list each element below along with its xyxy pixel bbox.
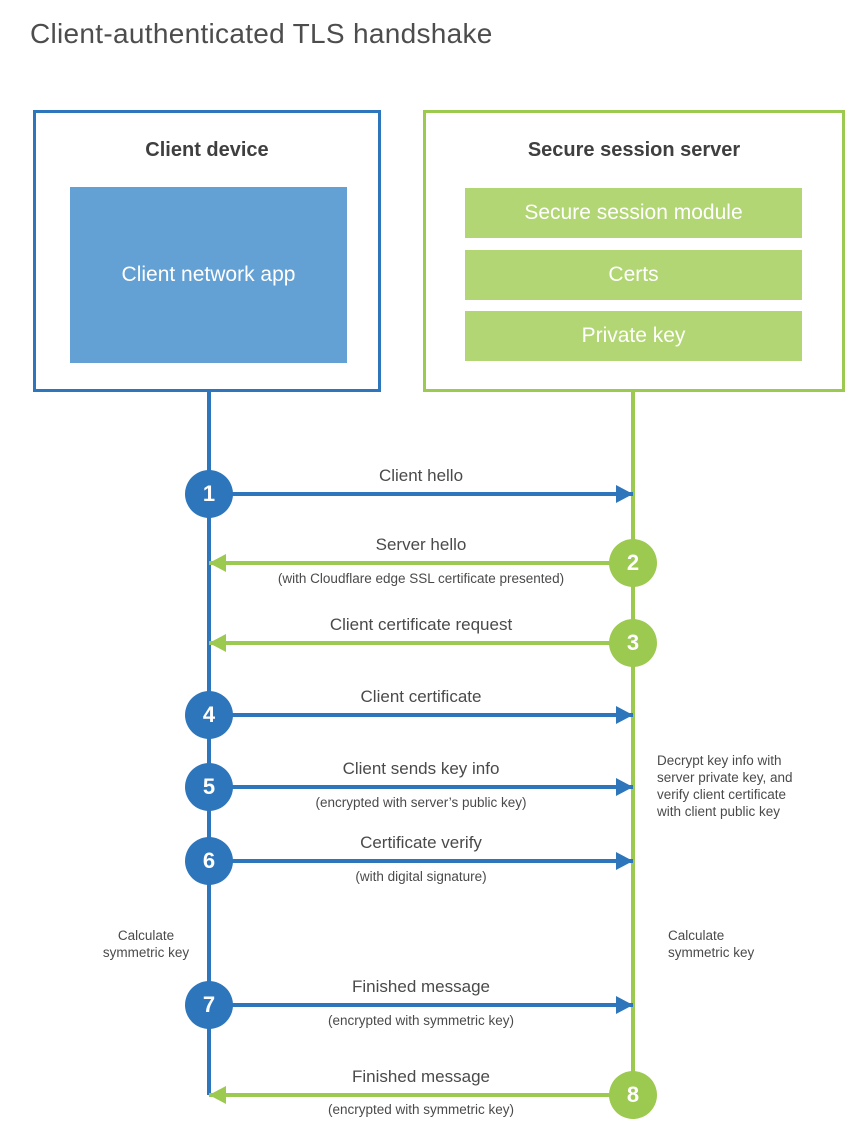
- finished-message-server-arrow: [209, 1086, 633, 1104]
- client-network-app-label: Client network app: [121, 263, 296, 286]
- step-2-sublabel: (with Cloudflare edge SSL certificate pr…: [277, 571, 565, 586]
- finished-message-client-arrow: [209, 996, 633, 1014]
- step-6-label: Certificate verify: [360, 833, 482, 852]
- step-7-sublabel: (encrypted with symmetric key): [327, 1013, 515, 1028]
- server-calculate-note: Calculate symmetric key: [668, 927, 788, 961]
- arrowhead-right-icon: [616, 485, 633, 503]
- step-8-sublabel: (encrypted with symmetric key): [327, 1102, 515, 1117]
- certificate-verify-arrow: [209, 852, 633, 870]
- arrowhead-left-icon: [209, 1086, 226, 1104]
- step-1-circle: 1: [185, 470, 233, 518]
- certs-bar: Certs: [465, 250, 802, 300]
- server-decrypt-note-line: Decrypt key info with: [657, 753, 782, 768]
- step-6-circle: 6: [185, 837, 233, 885]
- step-3-circle: 3: [609, 619, 657, 667]
- server-calculate-note-line: Calculate: [668, 928, 725, 943]
- step-1-label: Client hello: [378, 466, 464, 485]
- client-hello-arrow: [209, 485, 633, 503]
- client-device-title: Client device: [145, 139, 269, 161]
- private-key-bar: Private key: [465, 311, 802, 361]
- secure-session-server-box: Secure session server Secure session mod…: [423, 110, 845, 392]
- client-lifeline: [207, 392, 211, 1095]
- client-network-app-box: Client network app: [70, 187, 347, 363]
- server-decrypt-note-line: with client public key: [657, 804, 781, 819]
- client-certificate-request-arrow: [209, 634, 633, 652]
- server-decrypt-note-line: verify client certificate: [657, 787, 787, 802]
- server-calculate-note-line: symmetric key: [668, 945, 755, 960]
- client-device-box: Client device Client network app: [33, 110, 381, 392]
- client-certificate-arrow: [209, 706, 633, 724]
- step-5-circle: 5: [185, 763, 233, 811]
- server-lifeline: [631, 392, 635, 1095]
- arrowhead-right-icon: [616, 852, 633, 870]
- step-5-label: Client sends key info: [342, 759, 500, 778]
- server-hello-arrow: [209, 554, 633, 572]
- page-title: Client-authenticated TLS handshake: [30, 18, 493, 49]
- secure-session-module-bar: Secure session module: [465, 188, 802, 238]
- arrowhead-right-icon: [616, 778, 633, 796]
- step-4-circle: 4: [185, 691, 233, 739]
- step-6-sublabel: (with digital signature): [355, 869, 487, 884]
- step-2-circle: 2: [609, 539, 657, 587]
- secure-session-server-title: Secure session server: [527, 139, 741, 161]
- step-3-label: Client certificate request: [329, 615, 513, 634]
- step-7-circle: 7: [185, 981, 233, 1029]
- server-decrypt-note: Decrypt key info with server private key…: [657, 752, 832, 820]
- step-8-label: Finished message: [352, 1067, 490, 1086]
- step-8-circle: 8: [609, 1071, 657, 1119]
- client-calculate-note-line: Calculate: [117, 928, 175, 943]
- arrowhead-right-icon: [616, 996, 633, 1014]
- arrowhead-left-icon: [209, 554, 226, 572]
- arrowhead-left-icon: [209, 634, 226, 652]
- step-5-sublabel: (encrypted with server’s public key): [315, 795, 527, 810]
- step-2-label: Server hello: [375, 535, 467, 554]
- step-7-label: Finished message: [352, 977, 490, 996]
- client-sends-key-info-arrow: [209, 778, 633, 796]
- client-calculate-note-line: symmetric key: [102, 945, 190, 960]
- arrowhead-right-icon: [616, 706, 633, 724]
- step-4-label: Client certificate: [360, 687, 482, 706]
- client-calculate-note: Calculate symmetric key: [76, 927, 216, 961]
- server-decrypt-note-line: server private key, and: [657, 770, 793, 785]
